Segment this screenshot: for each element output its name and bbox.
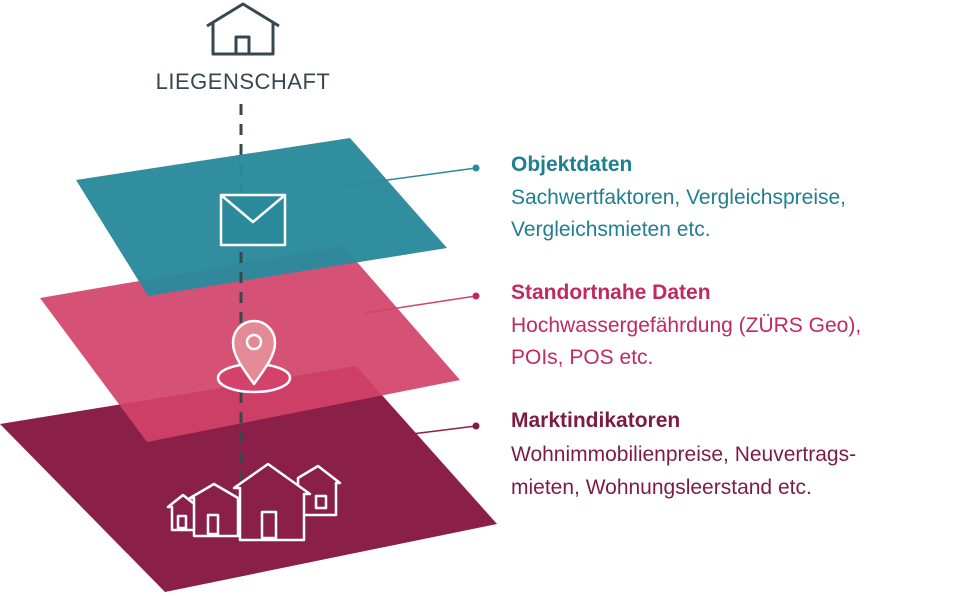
layer-description-line: POIs, POS etc. bbox=[511, 346, 653, 369]
label-objektdaten: Objektdaten Sachwertfaktoren, Vergleichs… bbox=[511, 153, 846, 241]
layer-title: Objektdaten bbox=[511, 153, 632, 176]
connector-objektdaten bbox=[342, 164, 480, 187]
houses-icon bbox=[166, 462, 342, 542]
label-marktindikatoren: Marktindikatoren Wohnimmobilienpreise, N… bbox=[511, 409, 856, 499]
layer-description-line: mieten, Wohnungsleerstand etc. bbox=[511, 476, 812, 499]
layer-description-line: Hochwassergefährdung (ZÜRS Geo), bbox=[511, 314, 861, 337]
layer-description-line: Vergleichsmieten etc. bbox=[511, 218, 711, 241]
connector-standortnahe-daten bbox=[364, 292, 480, 314]
map-pin-icon bbox=[216, 319, 292, 394]
root-label: LIEGENSCHAFT bbox=[156, 69, 331, 94]
layer-title: Marktindikatoren bbox=[511, 409, 680, 432]
label-standortnahe-daten: Standortnahe Daten Hochwassergefährdung … bbox=[511, 281, 861, 369]
connector-marktindikatoren bbox=[387, 422, 480, 438]
layer-description-line: Sachwertfaktoren, Vergleichspreise, bbox=[511, 186, 846, 209]
layer-title: Standortnahe Daten bbox=[511, 281, 711, 304]
house-icon bbox=[206, 2, 280, 56]
envelope-icon bbox=[219, 193, 287, 247]
layer-description-line: Wohnimmobilienpreise, Neuvertrags- bbox=[511, 443, 856, 466]
